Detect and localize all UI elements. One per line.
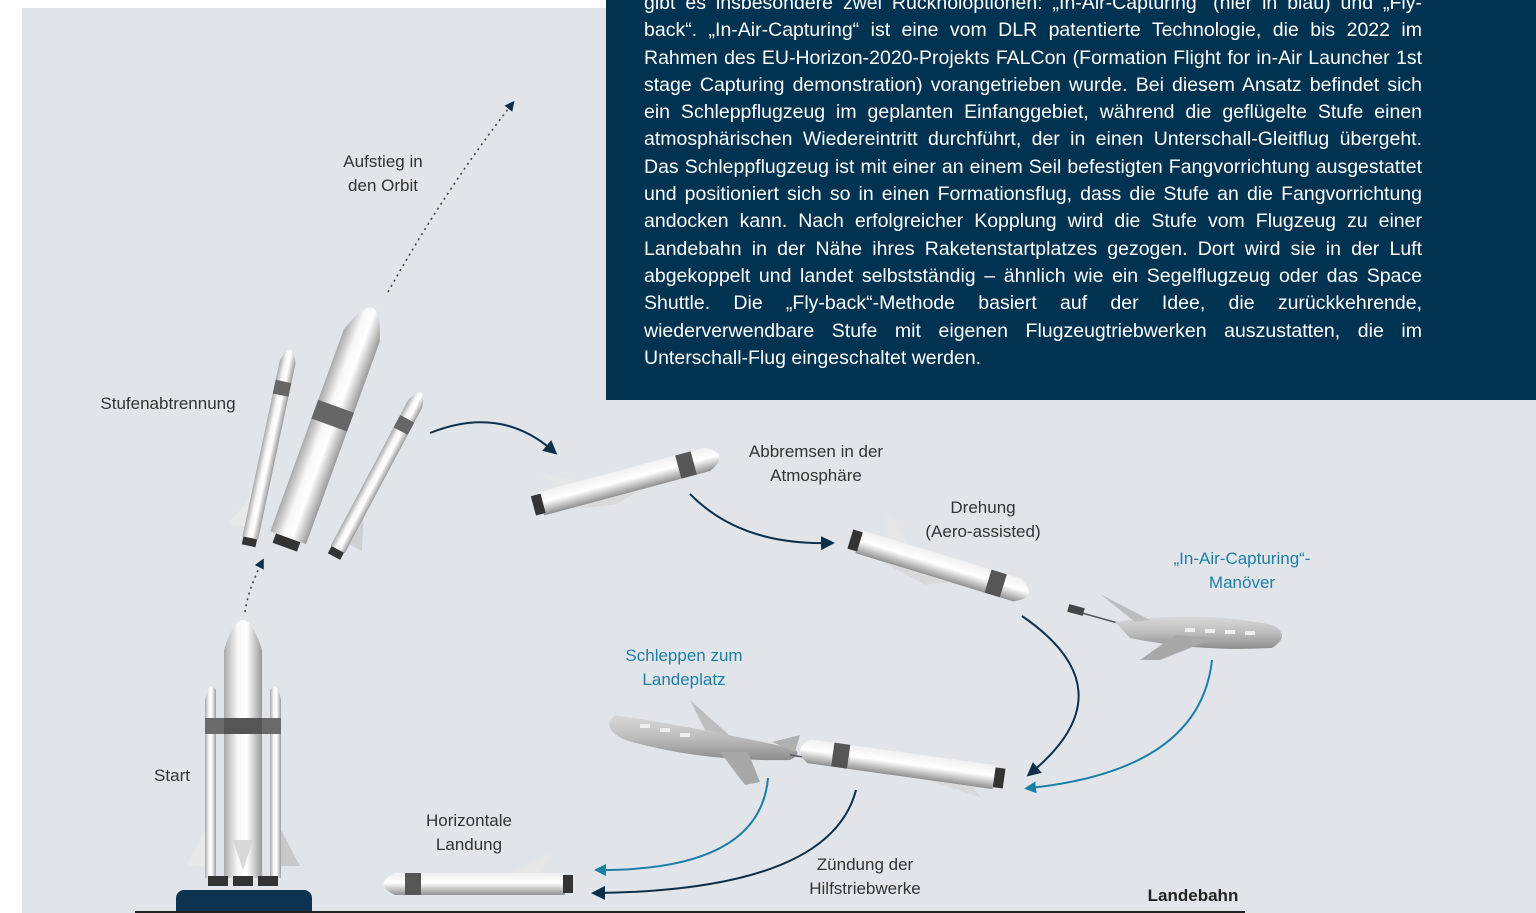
label-rotation: Drehung (Aero-assisted) (925, 498, 1041, 541)
arrow-towing-to-landing (594, 777, 769, 876)
panel-text: gibt es insbesondere zwei Rückholoptione… (644, 0, 1422, 369)
arrow-rotation-to-coupling (1021, 615, 1080, 777)
label-start: Start (154, 766, 190, 785)
arrow-flyback-to-landing (591, 789, 857, 900)
winged-stage-rotation (847, 510, 1029, 602)
label-braking: Abbremsen in der Atmosphäre (748, 442, 884, 485)
label-ignition: Zündung der Hilfstriebwerke (809, 855, 921, 898)
launch-pad (176, 890, 312, 913)
ascent-trajectory-lower (244, 558, 264, 613)
towed-winged-stage (800, 739, 1006, 798)
capture-aircraft (1067, 594, 1282, 660)
label-ascent: Aufstieg in den Orbit (343, 152, 423, 195)
label-towing: Schleppen zum Landeplatz (625, 646, 743, 689)
arrow-separation-to-braking (429, 421, 558, 455)
arrow-capture-to-coupling (1024, 659, 1213, 794)
launch-vehicle (176, 620, 312, 913)
stage-separation-group (228, 307, 424, 560)
label-horizontal-landing: Horizontale Landung (426, 811, 512, 854)
label-runway: Landebahn (1147, 886, 1239, 905)
arrow-braking-to-rotation (689, 493, 835, 551)
label-in-air-capturing: „In-Air-Capturing“- Manöver (1173, 549, 1311, 592)
label-separation: Stufenabtrennung (100, 394, 236, 413)
ascent-to-orbit-trajectory (387, 100, 515, 293)
towing-aircraft (609, 700, 811, 785)
text-panel (606, 0, 1536, 400)
landed-winged-stage (383, 852, 573, 895)
winged-stage-braking (530, 447, 720, 516)
